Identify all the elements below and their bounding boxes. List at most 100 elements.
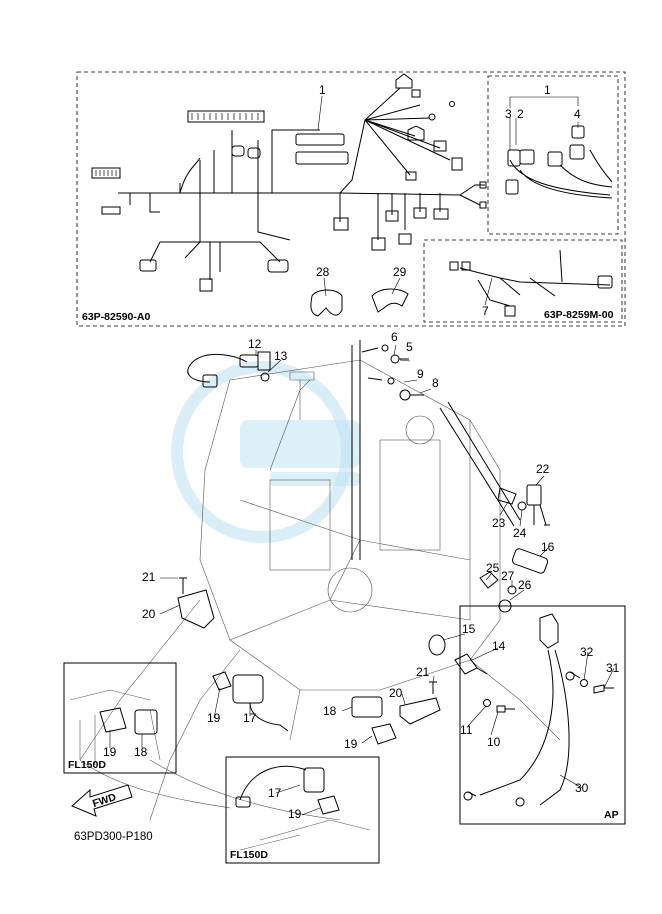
callout-25: 25 xyxy=(486,561,500,575)
callout-18: 18 xyxy=(323,704,337,718)
sensor-12 xyxy=(187,351,271,388)
plug-lower-4 xyxy=(398,233,412,245)
ap-inset xyxy=(459,605,626,825)
callout-9: 9 xyxy=(417,367,424,381)
grommet-19-left xyxy=(212,671,232,691)
callout-leaders xyxy=(109,95,615,816)
rectifier-18 xyxy=(351,696,383,718)
callout-2: 2 xyxy=(517,107,524,121)
sub-harness-plug-2 xyxy=(461,261,471,271)
harness-17 xyxy=(212,671,289,732)
callout-13: 13 xyxy=(274,349,288,363)
small-plug-2 xyxy=(433,140,447,152)
plug-left xyxy=(101,206,121,215)
rectifier-18-inset xyxy=(134,709,158,735)
plug-lower-1 xyxy=(333,217,349,231)
callout-19: 19 xyxy=(207,711,221,725)
callout-8: 8 xyxy=(432,376,439,390)
callout-28: 28 xyxy=(316,265,330,279)
plug-lower-3 xyxy=(385,210,399,222)
connector-part-2c xyxy=(569,144,585,160)
callout-11: 11 xyxy=(460,723,473,737)
engine-block xyxy=(79,340,561,821)
callout-19-inset: 19 xyxy=(103,745,117,759)
callout-22: 22 xyxy=(536,462,550,476)
callout-31: 31 xyxy=(606,661,620,675)
plug-upper-1 xyxy=(231,145,245,157)
bolt-31 xyxy=(593,684,614,694)
callout-19-bottom-inset: 19 xyxy=(288,807,302,821)
sub-harness-plug-4 xyxy=(504,305,516,317)
sub-harness-plug-3 xyxy=(597,275,613,289)
callout-4: 4 xyxy=(574,107,581,121)
callout-18-inset: 18 xyxy=(134,745,148,759)
washer-11 xyxy=(483,699,491,707)
main-connector xyxy=(91,167,121,179)
harness-wire-17-inset xyxy=(239,765,307,801)
callout-7: 7 xyxy=(482,304,489,318)
callout-21: 21 xyxy=(142,570,156,584)
plug-bottom-2 xyxy=(199,278,213,292)
harness-branches-left xyxy=(179,129,320,194)
sensor-22 xyxy=(497,484,550,526)
small-plug-3 xyxy=(451,157,463,171)
ap-inset-frame xyxy=(459,605,626,825)
bracket-20-21-center xyxy=(399,681,441,725)
bracket-20-21-left xyxy=(177,577,215,629)
sensor-connector-mid xyxy=(407,125,425,141)
harness-connector-b xyxy=(295,151,349,165)
screws-5-6 xyxy=(361,344,409,364)
harness-branches-right xyxy=(339,87,451,194)
figure-code: 63PD300-P180 xyxy=(74,831,153,843)
small-plug-1 xyxy=(411,89,421,98)
callout-16: 16 xyxy=(541,540,555,554)
harness-branches-lower xyxy=(339,184,485,240)
washer-32 xyxy=(580,679,588,687)
callout-29: 29 xyxy=(393,265,407,279)
small-plug-4 xyxy=(405,171,417,181)
terminal-ring-1 xyxy=(428,113,436,121)
plug-upper-2 xyxy=(247,147,261,159)
connector-part-2b xyxy=(547,151,563,167)
callout-23: 23 xyxy=(492,516,506,530)
clamp-29 xyxy=(371,288,409,313)
callout-30: 30 xyxy=(575,781,589,795)
callout-17: 17 xyxy=(243,711,257,725)
inset-label-fl150d-left: FL150D xyxy=(68,759,106,771)
plug-bottom-1 xyxy=(139,259,157,272)
plug-right-end xyxy=(479,201,487,209)
watermark-logo xyxy=(171,361,360,543)
bracket-23 xyxy=(497,487,517,505)
connector-part-3b xyxy=(505,179,519,195)
main-harness-frame xyxy=(76,71,626,327)
grommet-19-inset xyxy=(99,707,127,733)
grommet-19-bottom-inset xyxy=(317,795,340,815)
kit-code-sub-harness: 63P-8259M-00 xyxy=(544,309,614,321)
callout-15: 15 xyxy=(462,622,476,636)
callout-12: 12 xyxy=(248,337,262,351)
callout-26: 26 xyxy=(518,578,532,592)
grommet-19-center xyxy=(371,723,397,745)
plug-lower-5 xyxy=(413,207,427,219)
battery-cable-30 xyxy=(479,649,570,806)
fwd-label: FWD xyxy=(91,791,118,810)
harness-connector-a xyxy=(295,133,345,146)
sub-harness-wires xyxy=(459,249,611,307)
ecu-connector xyxy=(187,110,265,123)
callout-21-center: 21 xyxy=(416,665,430,679)
plug-lower-2 xyxy=(371,237,386,251)
callout-1-kit: 1 xyxy=(544,83,551,97)
fl150d-left-frame xyxy=(63,662,177,774)
inset-label-fl150d-bottom: FL150D xyxy=(230,849,268,861)
callout-14: 14 xyxy=(492,639,506,653)
clamp-28 xyxy=(310,289,343,317)
callout-10: 10 xyxy=(487,735,501,749)
callout-5: 5 xyxy=(406,340,413,354)
sub-harness-frame xyxy=(423,239,623,323)
cable-boot-30 xyxy=(539,613,559,649)
fl150d-left-inset xyxy=(63,662,177,774)
callout-20: 20 xyxy=(142,607,156,621)
harness-trunk xyxy=(118,183,461,213)
inset-label-ap: AP xyxy=(604,809,619,821)
callout-20-center: 20 xyxy=(389,686,403,700)
